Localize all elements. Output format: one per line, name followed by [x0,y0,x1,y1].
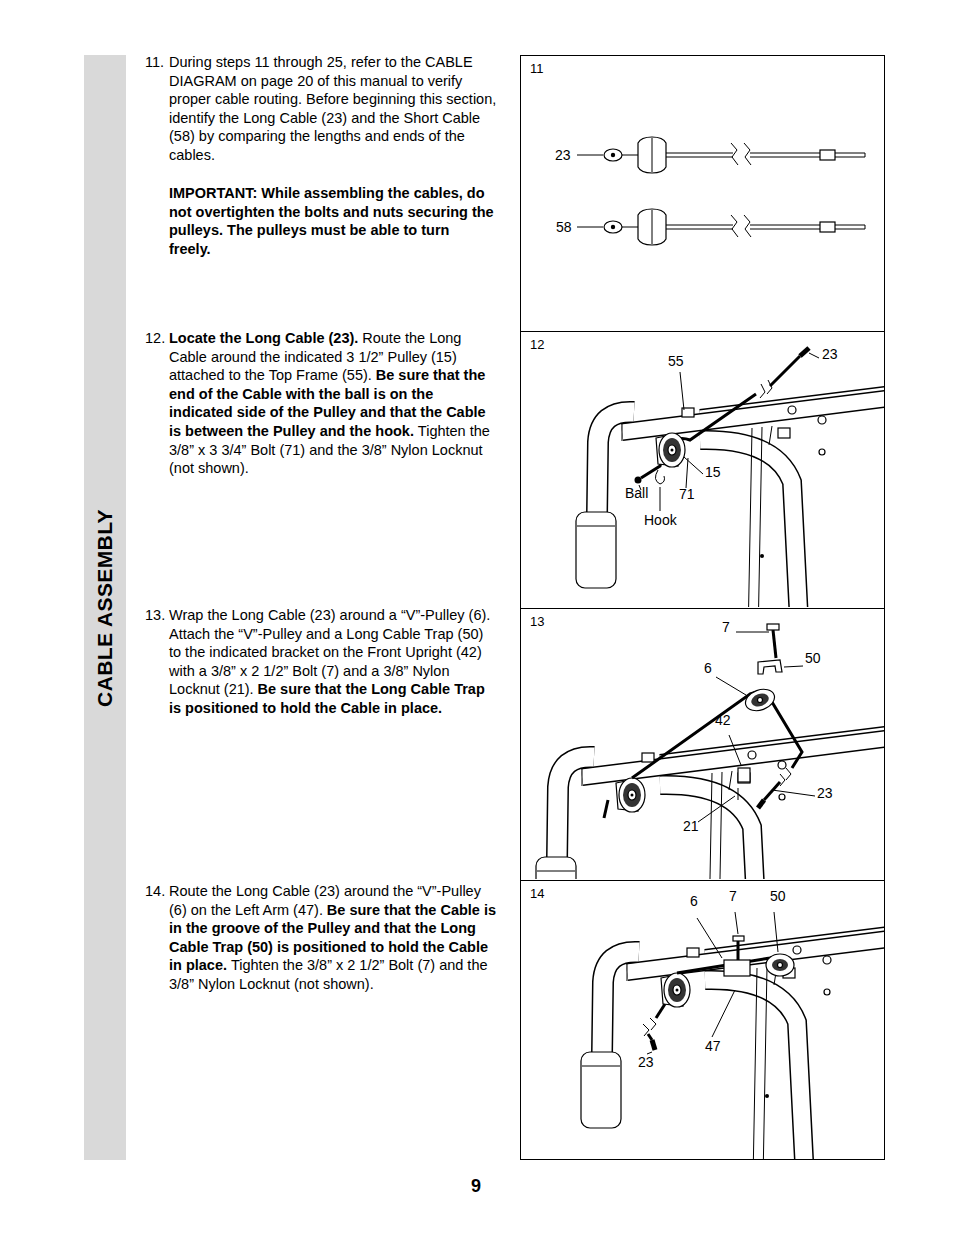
callout-number: 71 [679,486,695,502]
instruction-emphasis: Locate the Long Cable (23). [169,330,358,346]
instruction-step: 13.Wrap the Long Cable (23) around a “V”… [145,606,497,718]
step-number: 13. [145,606,165,625]
callout-number: 42 [715,712,731,728]
callout-number: Hook [644,512,677,528]
step-number: 13 [521,609,544,629]
callout-number: 7 [729,888,737,904]
figure-panel: 14 [520,880,885,1160]
callout-number: 50 [770,888,786,904]
callout-number: 23 [638,1054,654,1070]
callout-number: 6 [704,660,712,676]
callout-number: 55 [668,353,684,369]
callout-number: 23 [822,346,838,362]
section-band: CABLE ASSEMBLY [84,55,126,1160]
callout-number: Ball [625,485,648,501]
instruction-step: 11. During steps 11 through 25, refer to … [145,53,497,165]
callout-number: 23 [555,147,571,163]
figure-panel: 11 [520,55,885,332]
page-number: 9 [471,1176,481,1197]
frame-illustration [576,348,884,607]
section-title: CABLE ASSEMBLY [93,509,117,707]
frame-illustration [581,912,884,1159]
callout-number: 15 [705,464,721,480]
step-number: 14 [521,881,544,901]
step-number: 12 [521,332,544,352]
frame-illustration [536,624,884,879]
instruction-text: During steps 11 through 25, refer to the… [169,54,496,163]
callout-number: 7 [722,619,730,635]
callout-number: 58 [556,219,572,235]
callout-number: 21 [683,818,699,834]
step-number: 12. [145,329,165,348]
step-number: 11. [145,53,164,72]
instruction-step: IMPORTANT: While assembling the cables, … [145,184,497,258]
callout-number: 23 [817,785,833,801]
instruction-emphasis: IMPORTANT: While assembling the cables, … [169,185,494,257]
figure-panel: 13 [520,608,885,881]
figure-panel: 12 [520,331,885,609]
cable-illustration [577,137,865,245]
callout-number: 47 [705,1038,721,1054]
instruction-step: 14.Route the Long Cable (23) around the … [145,882,497,994]
callout-number: 50 [805,650,821,666]
instruction-step: 12.Locate the Long Cable (23).Route the … [145,329,497,478]
step-number: 11 [521,56,544,76]
callout-number: 6 [690,893,698,909]
step-number: 14. [145,882,165,901]
